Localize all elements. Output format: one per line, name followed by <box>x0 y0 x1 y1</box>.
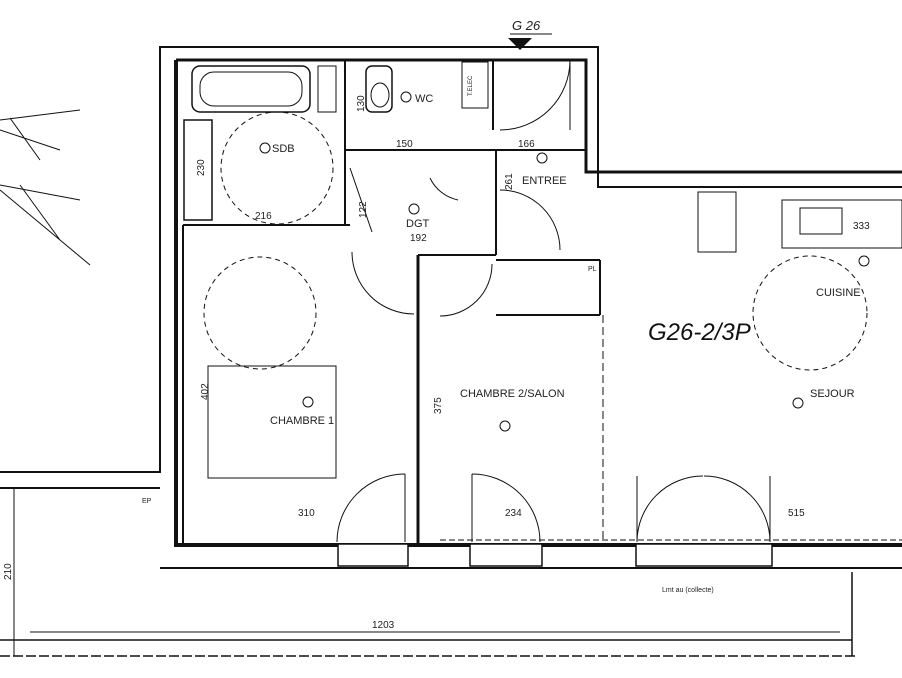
dim-192: 192 <box>410 233 427 244</box>
room-dgt: DGT <box>406 218 430 230</box>
dim-402: 402 <box>200 383 211 400</box>
dim-166: 166 <box>518 139 535 150</box>
room-cuisine: CUISINE <box>816 287 861 299</box>
marker-label: G 26 <box>512 18 541 33</box>
dim-150: 150 <box>396 139 413 150</box>
dim-210: 210 <box>3 563 14 580</box>
room-wc: WC <box>415 93 433 105</box>
room-sdb: SDB <box>272 143 295 155</box>
dim-1203: 1203 <box>372 620 395 631</box>
room-chambre1: CHAMBRE 1 <box>270 415 334 427</box>
interior-walls <box>182 60 902 545</box>
dim-375: 375 <box>433 397 444 414</box>
balcony <box>0 488 858 657</box>
kitchen-fixtures <box>697 191 902 253</box>
bathroom-fixtures <box>183 61 489 221</box>
marker-arrow <box>508 33 552 50</box>
dim-230: 230 <box>196 159 207 176</box>
door-swings <box>336 59 771 543</box>
dim-515: 515 <box>788 508 805 519</box>
dim-333: 333 <box>853 221 870 232</box>
dim-130: 130 <box>356 95 367 112</box>
turning-circles <box>203 111 868 371</box>
dim-216: 216 <box>255 211 272 222</box>
label-balcony-note: Lmt au (collecte) <box>662 587 714 594</box>
light-points <box>259 91 870 432</box>
room-sejour: SEJOUR <box>810 388 855 400</box>
label-pl: PL <box>588 266 597 273</box>
label-ep: EP <box>142 498 152 505</box>
dim-261: 261 <box>504 173 515 190</box>
dim-234: 234 <box>505 508 522 519</box>
room-entree: ENTREE <box>522 175 567 187</box>
label-elec: T.ELEC <box>468 75 474 96</box>
vegetation-sketch <box>0 109 91 266</box>
exterior-walls <box>0 46 902 569</box>
room-chambre2: CHAMBRE 2/SALON <box>460 388 565 400</box>
dim-122: 122 <box>358 201 369 218</box>
windows <box>337 543 773 567</box>
unit-id: G26-2/3P <box>648 319 751 346</box>
dim-310: 310 <box>298 508 315 519</box>
